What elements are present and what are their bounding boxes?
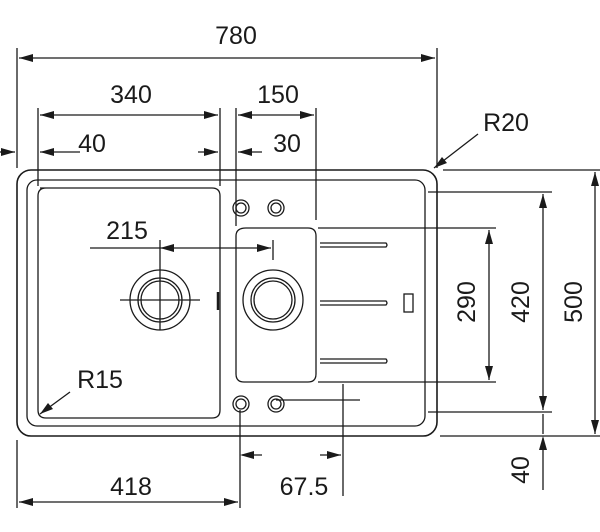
tap-holes — [232, 199, 285, 413]
sink-outline — [16, 169, 438, 437]
dim-corner-radius-outer: R20 — [483, 109, 529, 137]
dim-overall-height: 500 — [560, 281, 588, 323]
arrowheads — [1, 54, 599, 506]
dim-divider-offset: 30 — [273, 130, 301, 158]
right-drain — [242, 269, 304, 331]
drainer-ribs — [320, 242, 414, 364]
dim-left-offset: 40 — [78, 130, 106, 158]
dim-bottom-offset: 40 — [507, 456, 535, 484]
right-bowl — [235, 227, 317, 383]
dim-inner-height: 420 — [507, 281, 535, 323]
dimension-labels: 780 340 150 40 30 R20 215 R15 418 67.5 2… — [77, 22, 588, 501]
dim-drainer-height: 290 — [453, 281, 481, 323]
dim-right-bowl-span: 150 — [257, 81, 299, 109]
dim-left-drain-center: 215 — [106, 217, 148, 245]
dim-left-bowl-span: 340 — [110, 81, 152, 109]
dim-overall-width: 780 — [215, 22, 257, 50]
dim-corner-radius-inner: R15 — [77, 366, 123, 394]
dim-left-bowl-width: 418 — [110, 473, 152, 501]
dim-right-drain-offset: 67.5 — [280, 473, 329, 501]
